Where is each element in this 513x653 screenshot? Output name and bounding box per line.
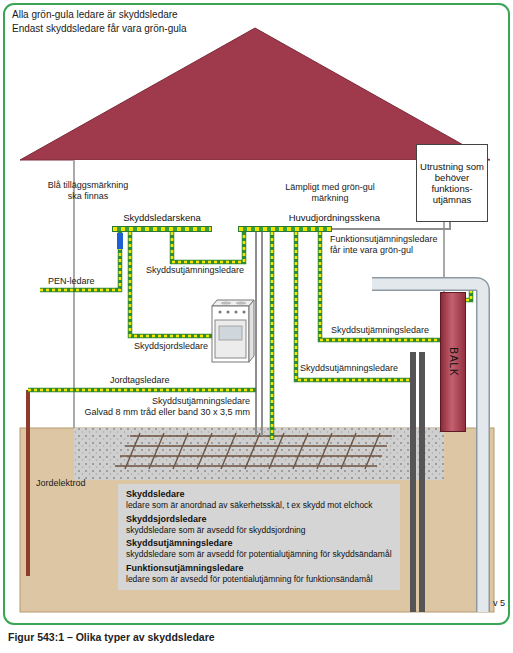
bonding-conductor (172, 232, 244, 262)
stove-body (212, 306, 249, 362)
stove-knob (219, 311, 222, 314)
term-definition: skyddsledare som är avsedd för potential… (126, 549, 392, 560)
electric-stove (212, 300, 254, 362)
term-heading: Funktionsutjämningsledare (126, 563, 392, 574)
busbar (238, 226, 332, 232)
foundation-bonding-conductor (270, 232, 275, 440)
figure-caption: Figur 543:1 – Olika typer av skyddsledar… (8, 631, 215, 644)
service-pipe (410, 352, 416, 612)
term-heading: Skyddsutjämningsledare (126, 538, 392, 549)
stove-side (249, 300, 254, 362)
earthing-conductor (255, 232, 257, 436)
stove-knob (243, 311, 246, 314)
version-label: v 5 (493, 598, 505, 609)
term-definition: ledare som är anordnad av säkerhetsskäl,… (126, 500, 392, 511)
conductor-stripes (172, 232, 244, 262)
term-heading: Skyddsledare (126, 489, 392, 500)
term-heading: Skyddsjordsledare (126, 514, 392, 525)
earth-electrode-conductor-stripes (28, 389, 256, 392)
steel-beam: BALK (440, 292, 466, 432)
foundation-bonding-conductor-stripes (271, 232, 274, 440)
stove-knob (227, 311, 230, 314)
blue-marking (117, 233, 123, 249)
note: Alla grön-gula ledare är skyddsledare (12, 8, 178, 21)
conductor-label: Jordtagsledare (110, 375, 170, 386)
equipment-box: Utrustning som behöver funktions-utjämna… (416, 144, 488, 222)
conductor-label: Skyddsjordsledare (134, 341, 208, 352)
foundation-earth-grid (115, 433, 392, 469)
beam-pipe-bonding (466, 291, 471, 300)
callout-label: Lämpligt med grön-gul märkning (282, 182, 378, 204)
roof (20, 28, 490, 160)
earth-electrode-conductor (28, 388, 256, 393)
note: Endast skyddsledare får vara grön-gula (12, 22, 187, 35)
conductor-label: PEN-ledare (48, 276, 95, 287)
conductor-label: Skyddsutjämningsledare (152, 396, 250, 407)
definition-box: Skyddsledareledare som är anordnad av sä… (118, 484, 400, 590)
busbar-node: Huvudjordningsskena (238, 212, 380, 232)
busbar-name: Skyddsledarskena (112, 212, 212, 223)
pen-conductor-stripes (40, 232, 120, 290)
term-definition: ledare som är avsedd för potentialutjämn… (126, 574, 392, 585)
functional-conductor (332, 222, 450, 229)
conductor-label: Skyddsutjämningsledare (300, 363, 398, 374)
beam-label: BALK (448, 347, 459, 377)
oven-door (215, 320, 246, 358)
busbar-node: Skyddsledarskena (112, 212, 212, 232)
beam-pipe-bonding-stripes (466, 291, 471, 300)
pen-conductor (40, 232, 120, 290)
term-definition: skyddsledare som är avsedd för skyddsjor… (126, 525, 392, 536)
part-label: Jordelektrod (36, 478, 86, 489)
busbar-name: Huvudjordningsskena (238, 212, 380, 223)
stove-hob (236, 301, 246, 304)
earthing-conductor (261, 232, 263, 436)
figure-frame (4, 4, 509, 624)
box-text: Utrustning som behöver funktions-utjämna… (420, 161, 484, 205)
conductor-label: Funktionsutjämningsledare får inte vara … (330, 234, 442, 256)
stove-hob (221, 301, 231, 304)
oven-window (219, 326, 242, 340)
conductor (172, 232, 244, 262)
conductor (332, 222, 450, 229)
stove-top (212, 300, 254, 306)
stove-knob (235, 311, 238, 314)
callout-label: Blå tilläggsmärkning ska finnas (43, 180, 133, 202)
conductor-label: Skyddsutjämningsledare (146, 265, 244, 276)
conductor-label: Skyddsutjämningsledare (331, 325, 429, 336)
ground-electrode (26, 390, 30, 576)
conductor-spec: Galvad 8 mm tråd eller band 30 x 3,5 mm (84, 407, 250, 418)
gravel-foundation (74, 428, 444, 480)
service-pipe (419, 352, 425, 612)
busbar (112, 226, 212, 232)
